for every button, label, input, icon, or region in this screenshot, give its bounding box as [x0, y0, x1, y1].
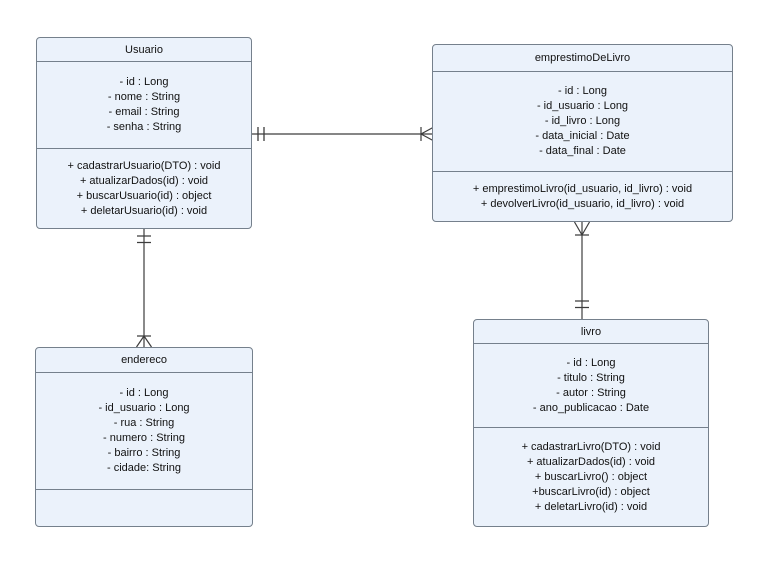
attributes-section-emprestimo: - id : Long - id_usuario : Long - id_liv…	[433, 71, 732, 171]
method-row: + emprestimoLivro(id_usuario, id_livro) …	[472, 182, 693, 195]
attribute-row: - id_livro : Long	[544, 115, 621, 127]
method-row: + buscarUsuario(id) : object	[76, 189, 212, 202]
method-row: + deletarUsuario(id) : void	[80, 204, 208, 217]
attribute-row: - cidade: String	[107, 462, 181, 474]
attribute-row: - numero : String	[103, 432, 185, 444]
class-title-usuario: Usuario	[125, 43, 163, 56]
attribute-row: - senha : String	[106, 121, 182, 133]
attribute-row: - rua : String	[113, 417, 175, 429]
method-row: + atualizarDados(id) : void	[526, 455, 656, 468]
attributes-section-usuario: - id : Long - nome : String - email : St…	[37, 61, 251, 148]
class-box-usuario[interactable]: Usuario - id : Long - nome : String - em…	[36, 37, 252, 229]
cardinality-one-and-only-one-icon	[137, 235, 151, 244]
attribute-row: - autor : String	[556, 386, 626, 399]
attribute-row: - bairro : String	[107, 447, 181, 459]
attribute-row: - ano_publicacao : Date	[532, 401, 650, 414]
attribute-row: - id : Long	[558, 85, 607, 97]
attribute-row: - email : String	[108, 106, 180, 118]
class-title-endereco: endereco	[121, 354, 167, 366]
attribute-row: - id : Long	[119, 387, 169, 399]
crows-foot-many-icon	[573, 221, 591, 236]
class-box-endereco[interactable]: endereco - id : Long - id_usuario : Long…	[35, 347, 253, 527]
cardinality-one-and-only-one-icon	[575, 300, 589, 309]
cardinality-one-and-only-one-icon	[257, 127, 265, 141]
connector-emprestimo-livro[interactable]	[573, 221, 591, 319]
attribute-row: - id_usuario : Long	[536, 100, 629, 112]
class-box-emprestimo[interactable]: emprestimoDeLivro - id : Long - id_usuar…	[432, 44, 733, 222]
attributes-section-endereco: - id : Long - id_usuario : Long - rua : …	[36, 372, 252, 489]
method-row: + cadastrarUsuario(DTO) : void	[67, 159, 221, 172]
attributes-section-livro: - id : Long - titulo : String - autor : …	[474, 343, 708, 427]
attribute-row: - titulo : String	[557, 371, 625, 384]
attribute-row: - nome : String	[107, 91, 181, 103]
class-title-emprestimo: emprestimoDeLivro	[534, 52, 631, 64]
methods-section-endereco	[36, 489, 252, 526]
method-row: + atualizarDados(id) : void	[79, 174, 209, 187]
crows-foot-many-icon	[136, 335, 152, 348]
method-row: + buscarLivro() : object	[534, 470, 648, 483]
method-row: + cadastrarLivro(DTO) : void	[521, 440, 661, 453]
methods-section-livro: + cadastrarLivro(DTO) : void + atualizar…	[474, 427, 708, 526]
attribute-row: - data_inicial : Date	[535, 130, 630, 142]
attribute-row: - data_final : Date	[539, 145, 626, 157]
connector-usuario-emprestimo[interactable]	[252, 126, 434, 142]
class-box-livro[interactable]: livro - id : Long - titulo : String - au…	[473, 319, 709, 527]
method-row: +buscarLivro(id) : object	[532, 485, 650, 498]
methods-section-usuario: + cadastrarUsuario(DTO) : void + atualiz…	[37, 148, 251, 228]
methods-section-emprestimo: + emprestimoLivro(id_usuario, id_livro) …	[433, 171, 732, 221]
method-row: + devolverLivro(id_usuario, id_livro) : …	[480, 197, 685, 210]
method-row: + deletarLivro(id) : void	[534, 500, 648, 513]
connector-usuario-endereco[interactable]	[136, 229, 152, 348]
crows-foot-many-icon	[420, 126, 434, 142]
attribute-row: - id : Long	[119, 76, 169, 88]
attribute-row: - id : Long	[566, 356, 616, 369]
class-title-livro: livro	[580, 325, 602, 338]
attribute-row: - id_usuario : Long	[98, 402, 190, 414]
